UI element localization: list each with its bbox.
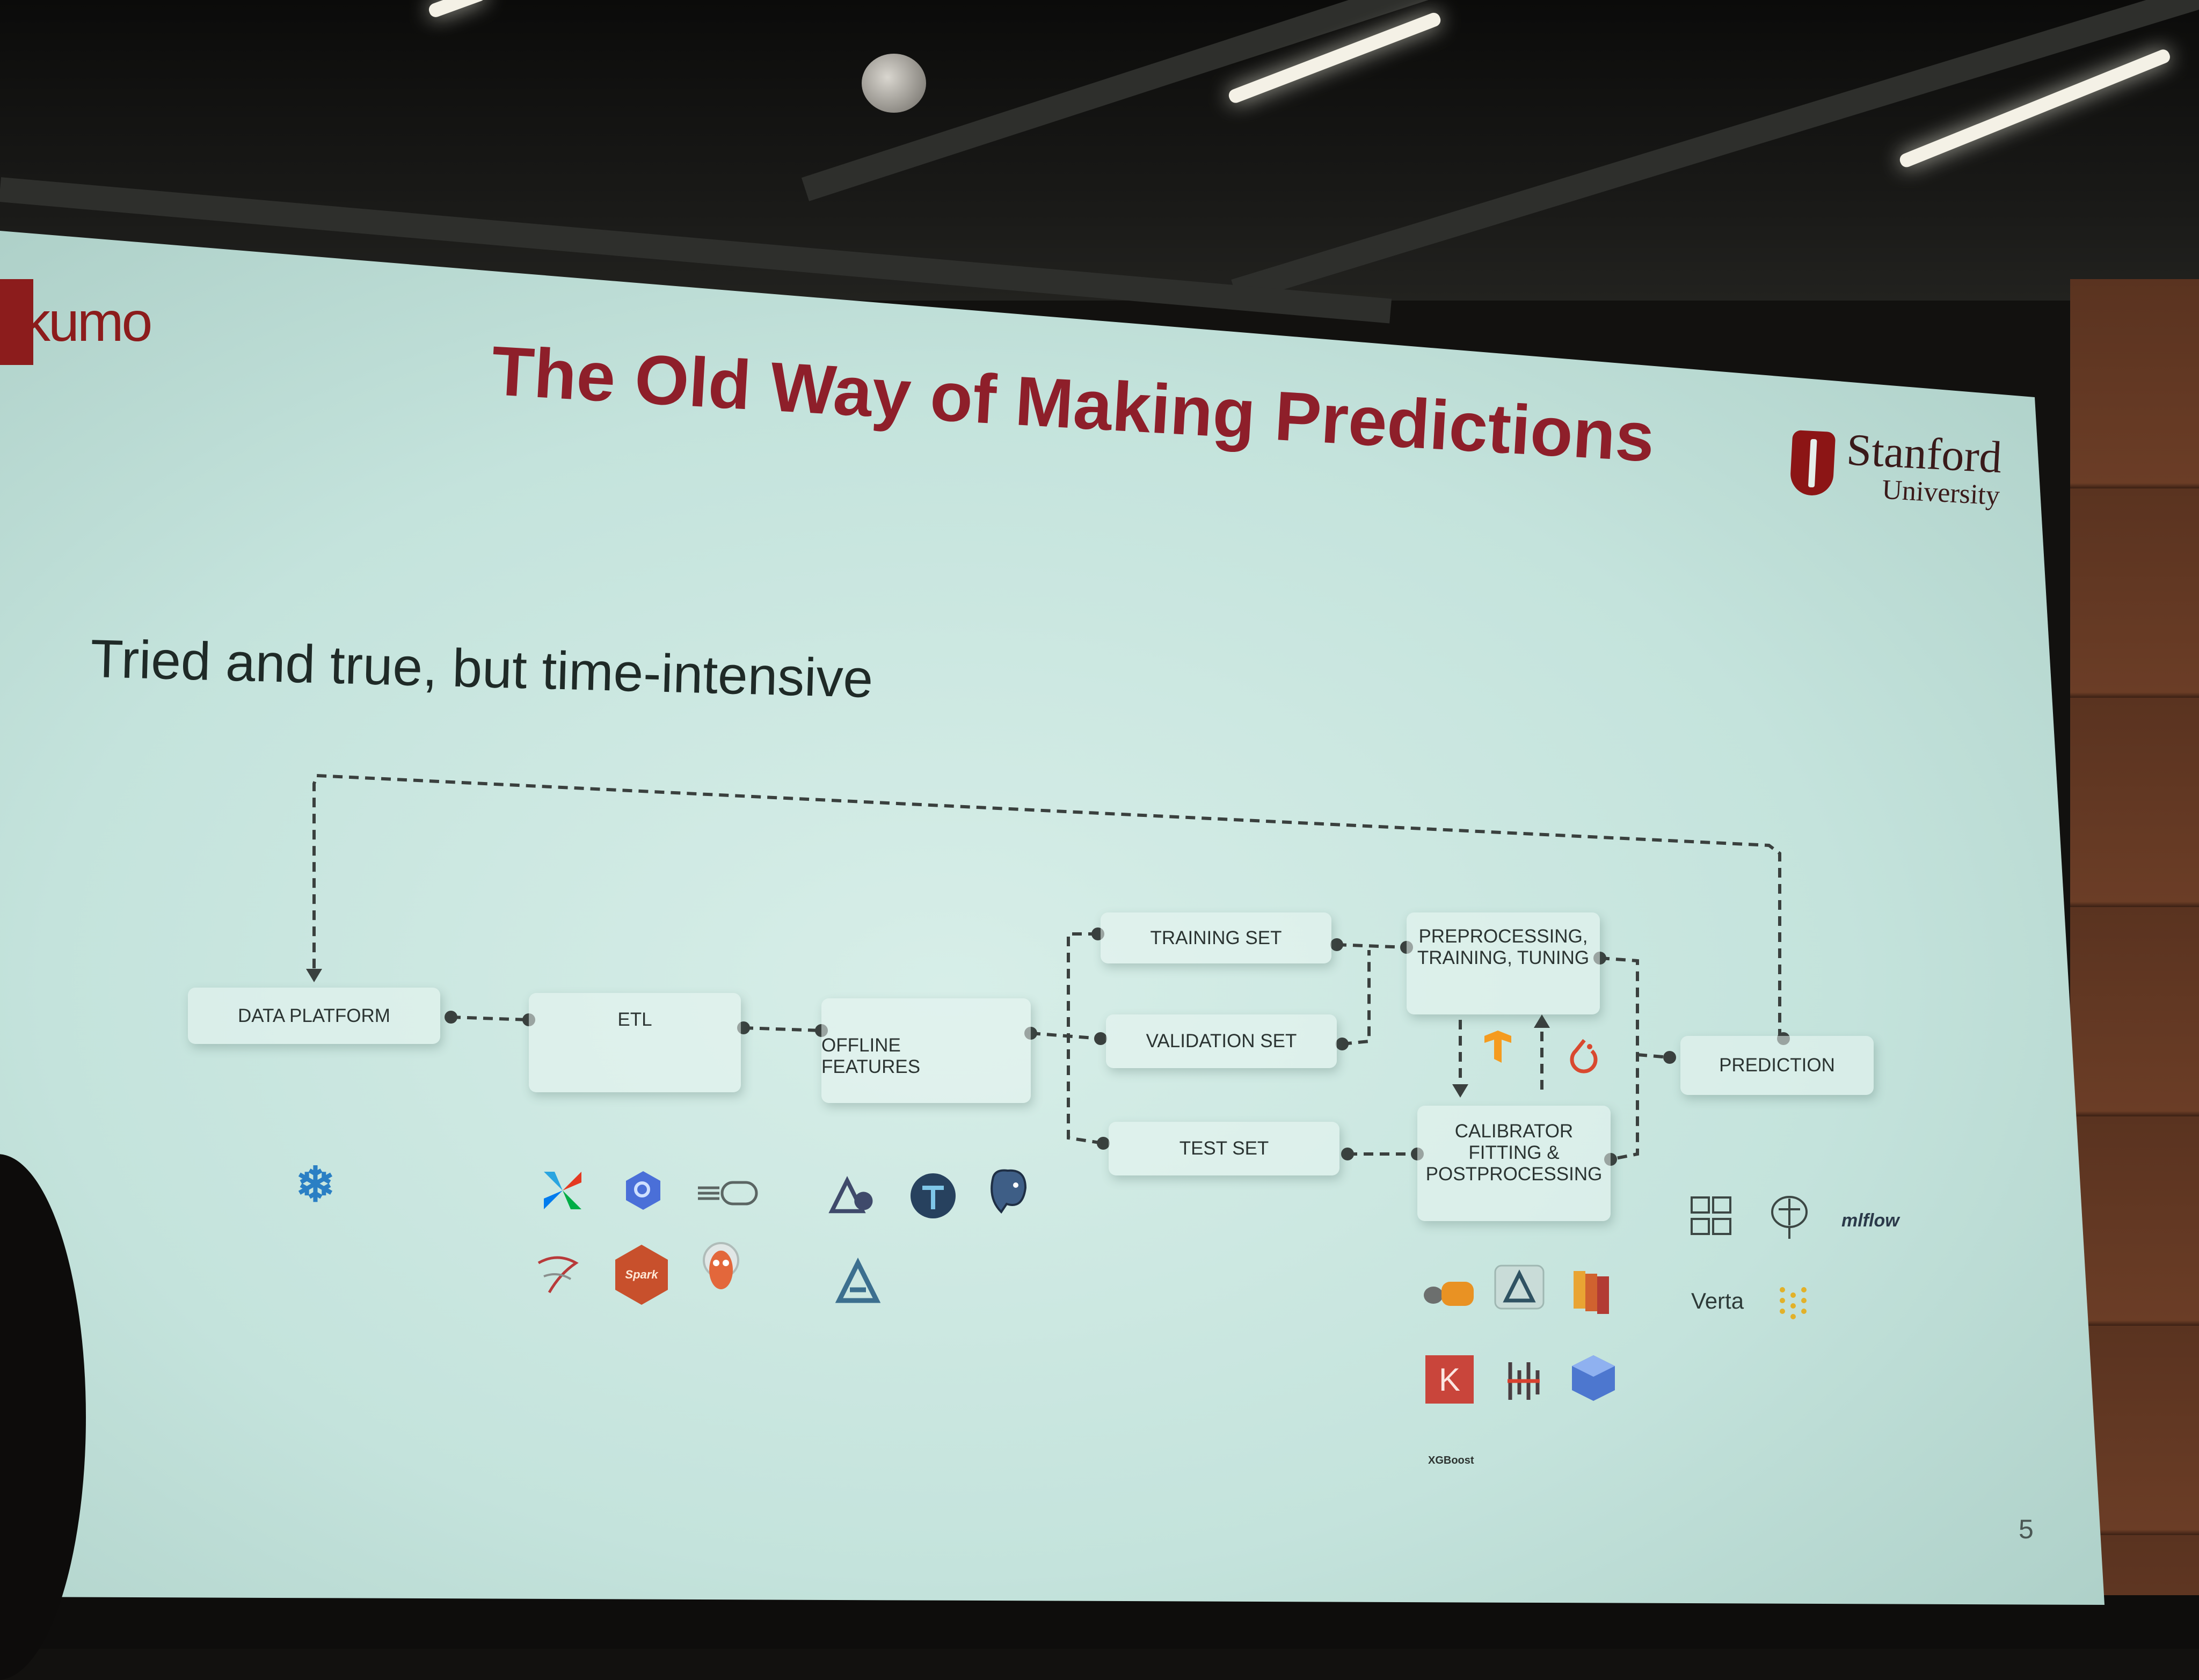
node-validation-set: VALIDATION SET [1106,1014,1337,1068]
node-calibrator-line3: POSTPROCESSING [1425,1164,1603,1185]
pandas-logo-icon [1417,1267,1476,1318]
node-data-platform: DATA PLATFORM [188,988,440,1044]
node-offline-features-line2: FEATURES [821,1056,921,1077]
projector [862,54,926,113]
databricks-stack-icon [1565,1267,1616,1318]
page-number: 5 [2019,1514,2034,1544]
pytorch-icon [1562,1033,1605,1076]
spark-icon: Spark [612,1243,671,1307]
node-preprocessing: PREPROCESSING, TRAINING, TUNING [1407,912,1600,1014]
spark-label: Spark [625,1268,658,1281]
ceiling [0,0,2199,324]
model-registry-icon [1686,1192,1737,1243]
tensorflow-icon [1476,1025,1519,1068]
brain-icon [1764,1189,1815,1240]
postgres-icon [982,1167,1033,1218]
dbt-icon [693,1167,762,1218]
snowflake-icon: ❄ [295,1158,336,1212]
airflow-icon [537,1165,588,1216]
node-calibrator-line2: FITTING & [1468,1142,1560,1163]
feast-icon [832,1256,883,1307]
argo-icon [695,1241,746,1294]
node-offline-features: OFFLINE FEATURES [821,998,1031,1103]
node-preprocessing-line2: TRAINING, TUNING [1417,947,1590,968]
tecton-icon [907,1170,958,1221]
node-training-set: TRAINING SET [1101,912,1331,963]
ray-tune-icon [1498,1355,1549,1406]
xgboost-logo: XGBoost [1428,1455,1474,1466]
node-test-set: TEST SET [1109,1122,1339,1175]
keras-icon: K [1425,1355,1474,1404]
kumo-logo: kumo [0,279,152,365]
node-offline-features-line1: OFFLINE [821,1034,901,1056]
node-calibrator-line1: CALIBRATOR [1454,1121,1574,1142]
kumo-logo-word: kumo [23,290,152,353]
node-calibrator: CALIBRATOR FITTING & POSTPROCESSING [1417,1106,1611,1221]
numpy-cube-icon [1568,1353,1619,1404]
sql-server-icon [531,1245,582,1296]
node-etl: ETL [529,993,741,1092]
verta-logo: Verta [1691,1288,1744,1313]
floor [0,1595,2199,1649]
projection-screen [0,231,2105,1605]
sagemaker-icon [1490,1261,1549,1312]
node-preprocessing-line1: PREPROCESSING, [1418,926,1588,947]
mlflow-logo: mlflow [1841,1210,1899,1231]
databricks-icon [827,1170,878,1221]
kumo-logo-block [0,279,33,365]
bigquery-icon [617,1165,668,1216]
dotted-grid-icon [1769,1277,1820,1328]
node-prediction: PREDICTION [1680,1036,1874,1095]
